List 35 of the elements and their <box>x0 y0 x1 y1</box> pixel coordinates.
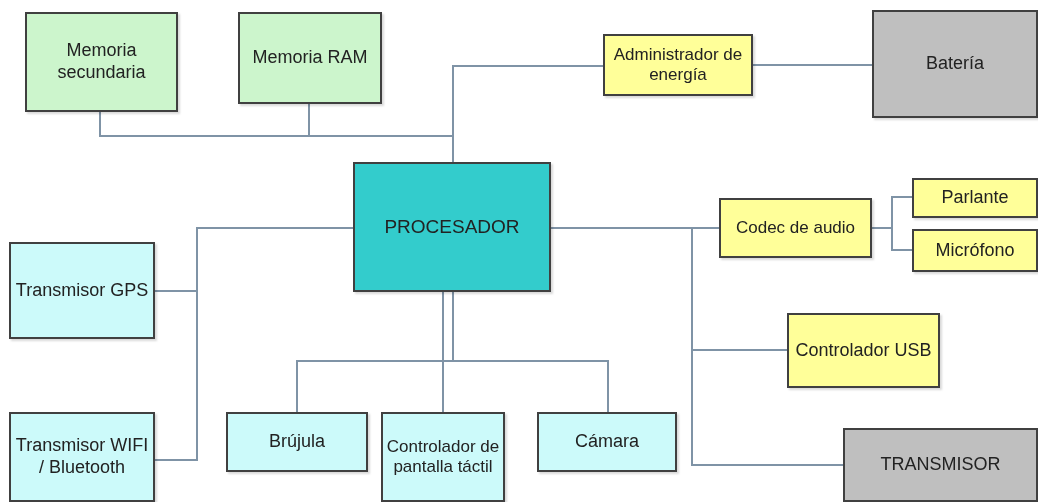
component-label: Brújula <box>268 431 326 453</box>
component-label: Memoria secundaria <box>56 40 147 84</box>
component-box <box>353 162 551 292</box>
component-label: Memoria RAM <box>251 47 369 69</box>
component-box <box>537 412 677 472</box>
component-label: Administrador de energía <box>612 44 744 86</box>
component-box <box>843 428 1038 502</box>
component-box <box>872 10 1038 118</box>
connector-line <box>452 291 609 413</box>
component-box <box>9 242 155 339</box>
component-box <box>787 313 940 388</box>
component-label: Controlador USB <box>794 339 933 362</box>
component-label: Transmisor GPS <box>14 279 150 302</box>
component-box <box>603 34 753 96</box>
component-label: Transmisor WIFI / Bluetooth <box>14 435 150 479</box>
component-label: TRANSMISOR <box>879 454 1002 476</box>
connector-line <box>452 65 604 163</box>
connector-line <box>752 64 873 66</box>
component-label: Codec de audio <box>734 217 857 239</box>
component-label: Batería <box>924 53 985 75</box>
component-box <box>912 229 1038 272</box>
component-box <box>719 198 872 258</box>
component-label: PROCESADOR <box>383 215 521 239</box>
component-box <box>238 12 382 104</box>
component-label: Parlante <box>940 187 1010 209</box>
component-label: Controlador de pantalla táctil <box>385 436 501 478</box>
component-box <box>912 178 1038 218</box>
component-label: Micrófono <box>934 239 1016 262</box>
component-box <box>381 412 505 502</box>
component-box <box>226 412 368 472</box>
component-box <box>9 412 155 502</box>
connector-line <box>871 227 913 251</box>
connector-line <box>442 291 444 413</box>
component-label: Cámara <box>574 431 640 453</box>
component-box <box>25 12 178 112</box>
